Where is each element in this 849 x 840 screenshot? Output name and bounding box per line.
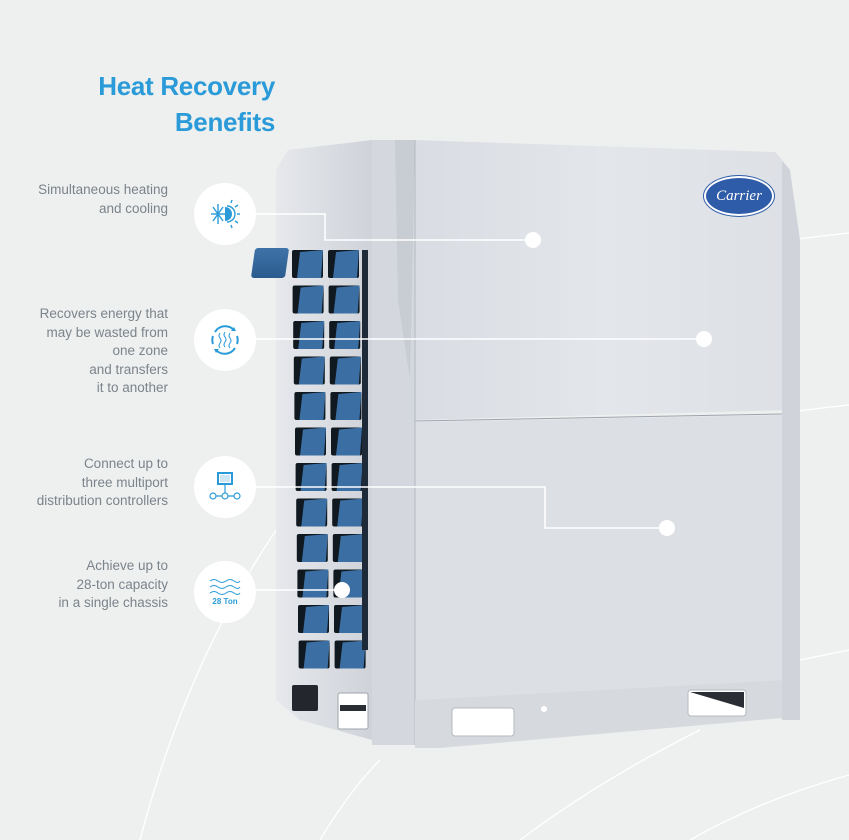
- heat-cool-icon: [211, 199, 240, 229]
- carrier-logo: Carrier: [704, 176, 774, 216]
- feature-line: Simultaneous heating: [38, 182, 168, 197]
- capacity-icon-badge: 28 Ton: [194, 561, 256, 623]
- controllers-icon-badge: [194, 456, 256, 518]
- feature-energy-recovery-text: Recovers energy that may be wasted from …: [0, 305, 168, 398]
- feature-controllers-text: Connect up to three multiport distributi…: [0, 455, 168, 511]
- energy-recovery-icon-badge: [194, 309, 256, 371]
- energy-recovery-icon: [211, 325, 239, 355]
- feature-line: in a single chassis: [58, 595, 168, 610]
- feature-line: 28-ton capacity: [76, 576, 168, 592]
- feature-line: and transfers: [89, 361, 168, 377]
- feature-line: Achieve up to: [86, 558, 168, 573]
- feature-line: it to another: [96, 380, 168, 395]
- title-line-2: Benefits: [174, 107, 275, 137]
- capacity-waves-icon: [209, 579, 241, 595]
- feature-line: three multiport: [81, 474, 168, 490]
- feature-line: may be wasted from: [46, 324, 168, 340]
- logo-text: Carrier: [716, 187, 762, 204]
- capacity-label: 28 Ton: [212, 597, 238, 606]
- feature-line: one zone: [112, 343, 168, 358]
- title-line-1: Heat Recovery: [98, 71, 275, 101]
- feature-line: Connect up to: [83, 456, 168, 471]
- feature-line: Recovers energy that: [39, 306, 168, 321]
- page-title: Heat Recovery Benefits: [98, 68, 275, 140]
- heat-cool-icon-badge: [194, 183, 256, 245]
- feature-line: distribution controllers: [36, 493, 168, 508]
- network-controller-icon: [209, 472, 241, 500]
- feature-line: and cooling: [98, 200, 168, 216]
- feature-heat-cool-text: Simultaneous heating and cooling: [0, 181, 168, 218]
- feature-capacity-text: Achieve up to 28-ton capacity in a singl…: [0, 557, 168, 613]
